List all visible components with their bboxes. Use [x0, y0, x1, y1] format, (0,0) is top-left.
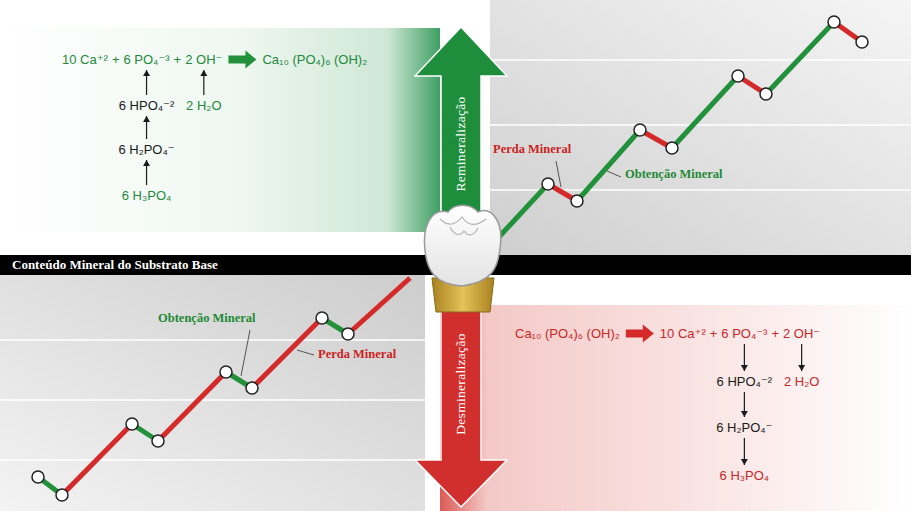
arrow-head — [143, 116, 150, 122]
arrow-head — [741, 411, 748, 417]
point-marker — [246, 382, 258, 394]
arrow-head — [143, 160, 150, 166]
block-arrow — [415, 27, 507, 236]
remineralization-arrow: Remineralização — [414, 26, 508, 236]
tooth-crown — [424, 205, 500, 286]
formula-term: 10 Ca⁺² — [62, 52, 108, 67]
grid-line — [0, 60, 911, 460]
formula-term: 10 Ca⁺² — [660, 326, 706, 341]
formula-term: 6 H₂PO₄⁻ — [118, 142, 174, 157]
callout-label: Perda Mineral — [493, 142, 571, 157]
formula-term: 6 HPO₄⁻² — [119, 98, 175, 113]
formula-term: + — [771, 326, 779, 341]
arrow-head — [741, 459, 748, 465]
block-arrow — [415, 296, 507, 507]
point-marker — [634, 124, 646, 136]
formula-term: + — [174, 52, 182, 67]
formula-term: 6 PO₄⁻³ — [721, 326, 767, 341]
point-marker — [828, 16, 840, 28]
point-marker — [732, 70, 744, 82]
formula-term: 6 H₂PO₄⁻ — [716, 420, 772, 435]
formula-term: Ca₁₀ (PO₄)₆ (OH)₂ — [515, 326, 620, 341]
tooth-cusp-groove — [440, 217, 486, 235]
callout-label: Obtenção Mineral — [158, 311, 256, 326]
arrow-head — [200, 70, 207, 76]
point-marker — [342, 328, 354, 340]
point-marker — [152, 435, 164, 447]
formula-term: 6 H₃PO₄ — [122, 188, 172, 203]
tooth-illustration — [410, 195, 510, 320]
callout-label: Perda Mineral — [318, 347, 396, 362]
formula-term: 6 H₃PO₄ — [720, 468, 770, 483]
point-marker — [542, 178, 554, 190]
point-marker — [32, 471, 44, 483]
formula-term: + — [710, 326, 718, 341]
arrow-label: Desmineralização — [453, 333, 469, 435]
formula-term: 2 OH⁻ — [783, 326, 820, 341]
formula-term: Ca₁₀ (PO₄)₆ (OH)₂ — [262, 52, 367, 67]
formula-term: 2 H₂O — [784, 374, 819, 389]
formula-term: 2 H₂O — [186, 98, 221, 113]
formula-term: 2 OH⁻ — [185, 52, 222, 67]
point-marker — [316, 312, 328, 324]
loss-chart-panel — [0, 275, 425, 511]
mineral-loss-segment — [548, 22, 862, 201]
formula-term: 6 PO₄⁻³ — [123, 52, 169, 67]
remineralization-panel — [0, 28, 440, 232]
reaction-arrow — [626, 325, 654, 343]
callout-label: Obtenção Mineral — [625, 167, 723, 182]
gain-chart-panel — [490, 0, 911, 255]
point-marker — [126, 418, 138, 430]
point-marker — [666, 142, 678, 154]
point-marker — [760, 88, 772, 100]
demineralization-arrow: Desmineralização — [414, 296, 508, 508]
formula-term: 6 HPO₄⁻² — [717, 374, 773, 389]
formula-term: + — [112, 52, 120, 67]
point-marker — [856, 36, 868, 48]
arrow-head — [741, 365, 748, 371]
mineral-gain-segment — [498, 22, 834, 238]
reaction-arrow — [228, 51, 256, 69]
point-marker — [571, 195, 583, 207]
point-marker — [220, 366, 232, 378]
demineralization-panel — [440, 305, 911, 511]
point-marker — [56, 489, 68, 501]
arrow-label: Remineralização — [453, 96, 469, 191]
arrow-head — [143, 70, 150, 76]
arrow-head — [798, 365, 805, 371]
mineral-loss-segment — [62, 278, 410, 495]
